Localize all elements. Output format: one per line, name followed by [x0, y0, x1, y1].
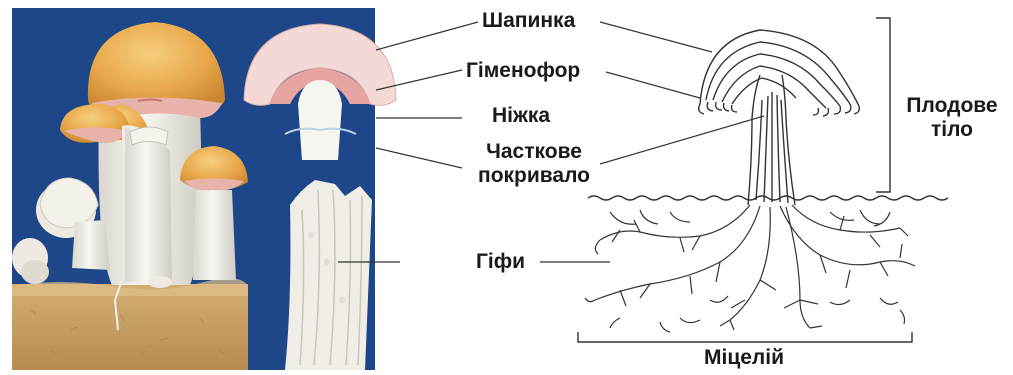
label-stalk: Ніжка: [492, 104, 550, 128]
mycelium-bracket: [578, 332, 912, 342]
label-cap: Шапинка: [482, 9, 575, 33]
soil: [12, 278, 248, 370]
label-fruiting-body: Плодове тіло: [896, 94, 1008, 142]
label-partial-veil: Часткове покривало: [464, 140, 604, 188]
label-mycelium: Міцелій: [704, 346, 784, 370]
hyphae-illustration: [285, 180, 372, 370]
label-partial-veil-line1: Часткове: [464, 140, 604, 164]
label-partial-veil-line2: покривало: [464, 164, 604, 188]
label-fruiting-body-line2: тіло: [896, 118, 1008, 142]
fruiting-body-bracket: [876, 18, 890, 192]
fruiting-body-drawing: [588, 30, 948, 205]
label-fruiting-body-line1: Плодове: [896, 94, 1008, 118]
label-hymenophore: Гіменофор: [466, 59, 580, 83]
label-hyphae: Гіфи: [476, 250, 525, 274]
mycelium-drawing: [585, 205, 915, 332]
